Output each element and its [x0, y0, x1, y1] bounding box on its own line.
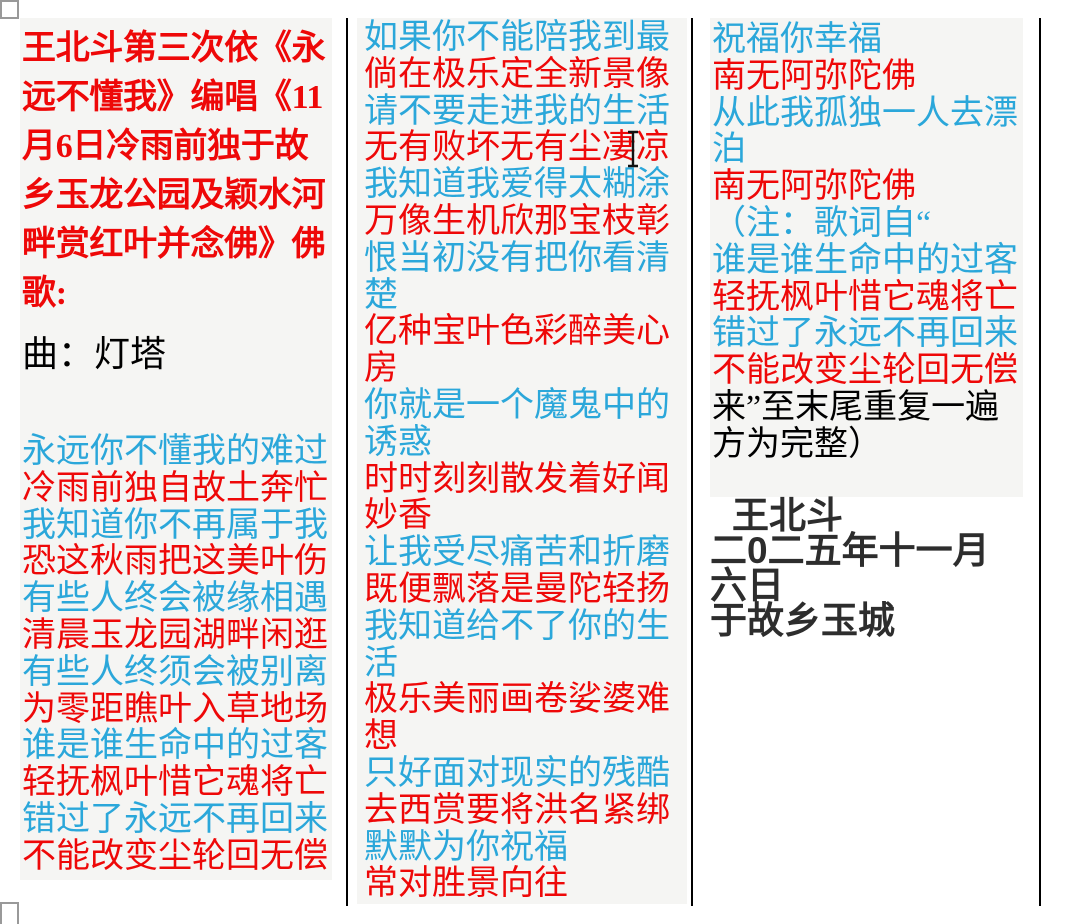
lyric-line[interactable]: 轻抚枫叶惜它魂将亡 — [22, 764, 328, 802]
lyric-line[interactable]: 默默为你祝福 — [364, 828, 568, 866]
lyric-line[interactable]: 请不要走进我的生活 — [364, 92, 670, 130]
lyric-line[interactable]: 亿种宝叶色彩醉美心房 — [364, 313, 670, 388]
lyric-line[interactable]: 常对胜景向往 — [364, 865, 568, 903]
signature-line[interactable]: 于故乡玉城 — [710, 600, 895, 641]
column-separator-1 — [346, 18, 348, 906]
lyric-line[interactable]: 我知道我爱得太糊涂 — [364, 166, 670, 204]
lyric-line[interactable]: 谁是谁生命中的过客 — [22, 727, 328, 765]
signature-block: 王北斗二0二五年十一月六日于故乡玉城 — [710, 495, 1016, 641]
lyric-line[interactable]: 轻抚枫叶惜它魂将亡 — [712, 278, 1018, 316]
lyric-line[interactable]: 为零距瞧叶入草地场 — [22, 690, 328, 728]
lyric-line[interactable]: 错过了永远不再回来 — [712, 315, 1018, 353]
lyric-line[interactable]: 恐这秋雨把这美叶伤 — [22, 543, 328, 581]
signature-line[interactable]: 二0二五年十一月六日 — [710, 530, 990, 606]
column-3: 祝福你幸福南无阿弥陀佛从此我孤独一人去漂泊南无阿弥陀佛（注：歌词自“谁是谁生命中… — [710, 18, 1023, 497]
lyric-line[interactable]: 南无阿弥陀佛 — [712, 168, 916, 206]
song-title[interactable]: 王北斗第三次依《永远不懂我》编唱《11月6日冷雨前独于故乡玉龙公园及颖水河畔赏红… — [22, 30, 326, 312]
column-separator-2 — [691, 18, 693, 906]
lyric-line[interactable]: 有些人终会被缘相遇 — [22, 580, 328, 618]
lyric-line[interactable]: 不能改变尘轮回无偿 — [22, 837, 328, 875]
lyrics-verse-2: 如果你不能陪我到最倘在极乐定全新景像请不要走进我的生活无有败坏无有尘凄凉我知道我… — [364, 19, 687, 903]
lyric-line[interactable]: 我知道你不再属于我 — [22, 506, 328, 544]
lyric-line[interactable]: 恨当初没有把你看清楚 — [364, 239, 670, 314]
lyric-line[interactable]: 冷雨前独自故土奔忙 — [22, 469, 328, 507]
lyric-line[interactable]: 如果你不能陪我到最 — [364, 19, 670, 56]
lyric-line[interactable]: 错过了永远不再回来 — [22, 800, 328, 838]
lyric-line[interactable]: 你就是一个魔鬼中的诱惑 — [364, 386, 670, 461]
lyric-line[interactable]: 万像生机欣那宝枝彰 — [364, 202, 670, 240]
lyric-line[interactable]: 既便飘落是曼陀轻扬 — [364, 570, 670, 608]
lyric-line[interactable]: 只好面对现实的残酷 — [364, 754, 670, 792]
table-move-handle-icon[interactable] — [0, 0, 19, 19]
table-resize-handle-icon[interactable] — [0, 902, 19, 924]
signature-line[interactable]: 王北斗 — [732, 495, 843, 536]
column-separator-3 — [1039, 18, 1041, 906]
lyric-line[interactable]: 时时刻刻散发着好闻妙香 — [364, 460, 670, 535]
lyric-line[interactable]: 来”至末尾重复一遍方为完整） — [712, 388, 1000, 463]
lyric-line[interactable]: 清晨玉龙园湖畔闲逛 — [22, 616, 328, 654]
ibeam-text-cursor-icon — [626, 130, 640, 168]
lyrics-verse-1: 永远你不懂我的难过冷雨前独自故土奔忙我知道你不再属于我恐这秋雨把这美叶伤有些人终… — [22, 433, 332, 876]
lyric-line[interactable]: 从此我孤独一人去漂泊 — [712, 94, 1018, 169]
lyric-line[interactable]: 谁是谁生命中的过客 — [712, 241, 1018, 279]
lyric-line[interactable]: 让我受尽痛苦和折磨 — [364, 534, 670, 572]
lyric-line[interactable]: 永远你不懂我的难过 — [22, 433, 328, 470]
lyric-line[interactable]: 我知道给不了你的生活 — [364, 607, 670, 682]
lyric-line[interactable]: 无有败坏无有尘凄凉 — [364, 129, 670, 167]
lyric-line[interactable]: 倘在极乐定全新景像 — [364, 55, 670, 93]
lyric-line[interactable]: 极乐美丽画卷娑婆难想 — [364, 681, 670, 756]
lyric-line[interactable]: 不能改变尘轮回无偿 — [712, 352, 1018, 390]
composer-line[interactable]: 曲：灯塔 — [22, 334, 167, 374]
lyric-line[interactable]: 祝福你幸福 — [712, 21, 882, 58]
lyric-line[interactable]: 去西赏要将洪名紧绑 — [364, 791, 670, 829]
lyrics-verse-3: 祝福你幸福南无阿弥陀佛从此我孤独一人去漂泊南无阿弥陀佛（注：歌词自“谁是谁生命中… — [712, 21, 1023, 464]
column-1: 王北斗第三次依《永远不懂我》编唱《11月6日冷雨前独于故乡玉龙公园及颖水河畔赏红… — [20, 18, 332, 880]
lyric-line[interactable]: 南无阿弥陀佛 — [712, 57, 916, 95]
lyric-line[interactable]: （注：歌词自“ — [712, 204, 932, 242]
lyric-line[interactable]: 有些人终须会被别离 — [22, 653, 328, 691]
